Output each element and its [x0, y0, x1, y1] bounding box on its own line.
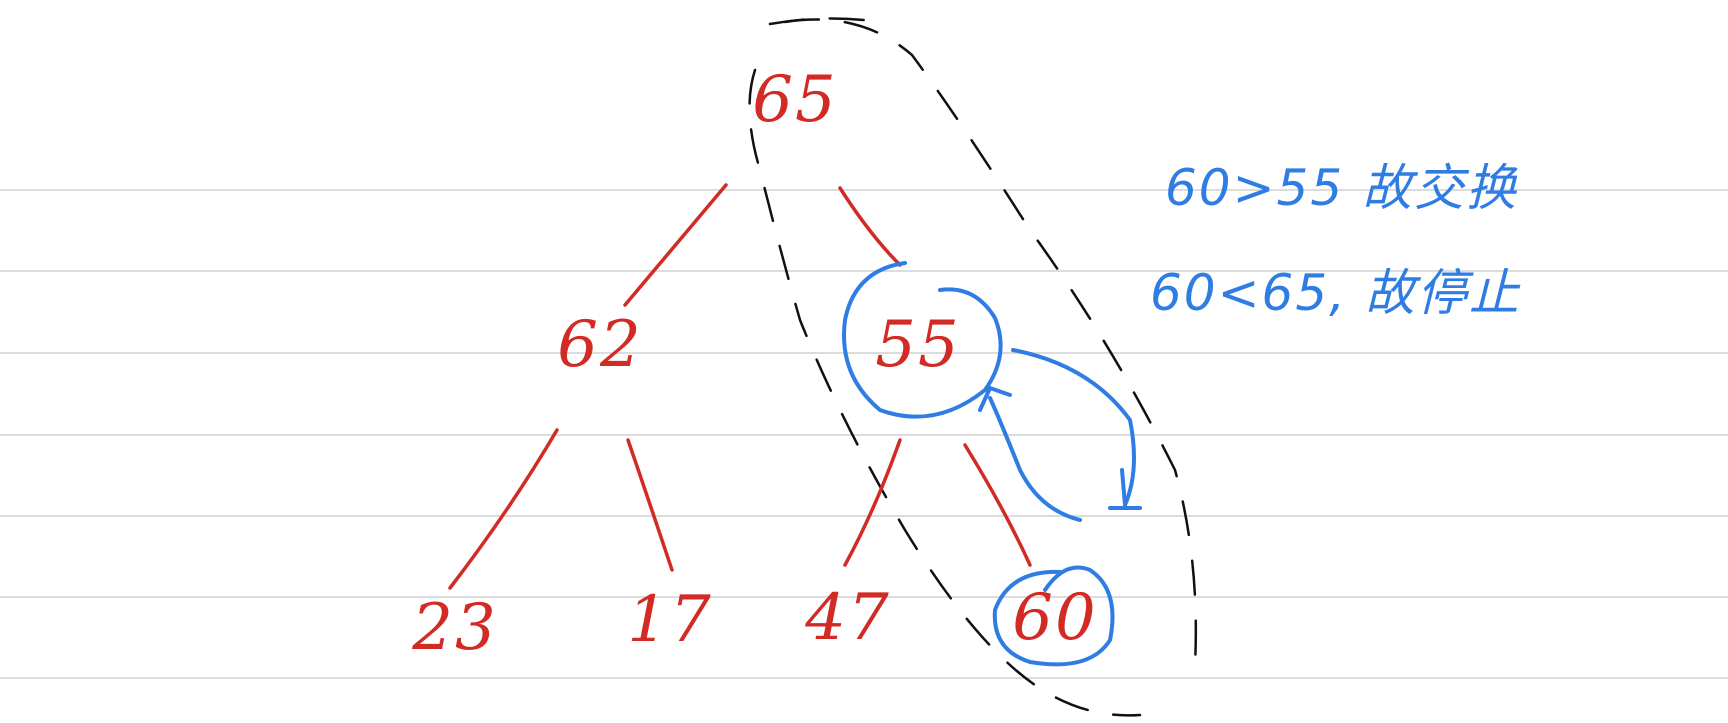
sift-up-annotations	[842, 261, 1142, 667]
edge-root-left	[623, 183, 728, 307]
node-rl: 47	[804, 581, 890, 655]
node-ll: 23	[411, 591, 497, 665]
swap-arrow-inner	[988, 396, 1082, 522]
edge-left-ll	[448, 428, 559, 590]
annotation-notes: 60>55 故交换 60<65, 故停止	[1150, 159, 1521, 322]
node-lr: 17	[627, 583, 712, 657]
node-right: 55	[875, 308, 960, 382]
swap-arrow-head-top	[978, 386, 1012, 412]
tree-edges	[448, 183, 1032, 590]
dashed-subtree-outline	[748, 17, 1198, 717]
note-line-1: 60>55 故交换	[1165, 159, 1518, 217]
edge-left-lr	[626, 438, 674, 572]
node-root: 65	[752, 63, 837, 137]
swap-arrow-outer	[1011, 348, 1136, 507]
node-rr: 60	[1012, 581, 1097, 655]
circle-55	[842, 261, 1003, 419]
tree-nodes: 65 62 55 23 17 47 60	[411, 63, 1097, 665]
edge-right-rr	[963, 443, 1032, 567]
circle-60	[992, 565, 1115, 667]
swap-arrow-head-bottom	[1108, 468, 1142, 510]
edge-right-rl	[843, 438, 902, 567]
note-line-2: 60<65, 故停止	[1150, 264, 1521, 322]
ruled-lines	[0, 189, 1728, 679]
edge-root-right	[838, 186, 902, 267]
node-left: 62	[557, 308, 642, 382]
